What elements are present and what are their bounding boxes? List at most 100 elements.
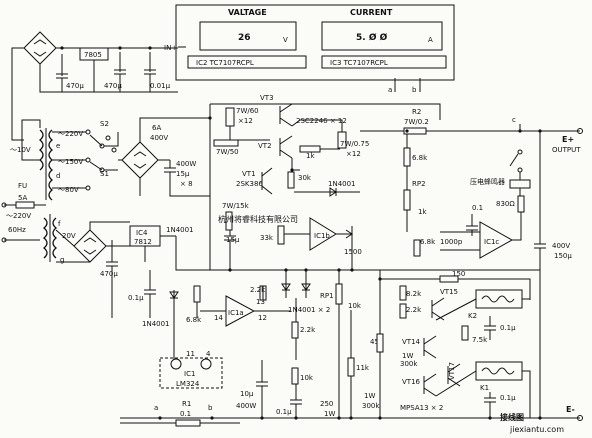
rp2-1k-label: 1k <box>418 208 427 216</box>
c1500-label: 1500 <box>344 248 362 256</box>
ic1c-label: IC1c <box>484 238 499 246</box>
c01u-k1-label: 0.1μ <box>500 394 516 402</box>
rp2-label: RP2 <box>412 180 426 188</box>
transistor-vt1 <box>261 167 273 195</box>
display-b-label: b <box>412 86 417 94</box>
r33k-label: 33k <box>260 234 274 242</box>
r7w50-label: 7W/50 <box>216 148 239 156</box>
voltage-unit: V <box>283 36 288 44</box>
k2-label: K2 <box>468 312 477 320</box>
diode-1n4001-a <box>328 187 344 197</box>
c400v-label: 400V <box>552 242 570 250</box>
transistor-vt2 <box>279 135 293 159</box>
tap-220v-label: ～220V <box>58 130 83 138</box>
vt1-part-label: 2SK386 <box>236 180 263 188</box>
transistor-vt3 <box>279 103 293 127</box>
bridge-6a-label: 6A <box>152 124 161 132</box>
c1w-label: 1W <box>324 410 335 418</box>
main-transformer <box>38 128 54 201</box>
potentiometer-rp2 <box>403 189 411 211</box>
c470u-a-label: 470μ <box>66 82 84 90</box>
vt14-label: VT14 <box>402 338 421 346</box>
resistor-830 <box>517 195 525 213</box>
r7w075-x12-label: ×12 <box>346 150 361 158</box>
current-title: CURRENT <box>350 8 393 17</box>
ic3-block <box>321 55 447 69</box>
pin4-label: 4 <box>206 350 211 358</box>
c10u-label: 10μ <box>240 390 254 398</box>
r1-label: R1 <box>182 400 191 408</box>
main-bridge-rectifier <box>121 141 159 179</box>
vt3-label: VT3 <box>260 94 274 102</box>
aux-bridge-rectifier <box>73 229 107 263</box>
piezo-buzzer <box>509 179 531 189</box>
ic1a-label: IC1a <box>228 309 244 317</box>
resistor-6k8-a <box>403 147 411 167</box>
ic1-label: IC1 <box>184 370 195 378</box>
r150-label: 150 <box>452 270 465 278</box>
mpsa-label: MPSA13 × 2 <box>400 404 443 412</box>
ic4-part-label: 7812 <box>134 238 152 246</box>
output-label: OUTPUT <box>552 146 581 154</box>
c01-out-label: 0.1 <box>472 204 483 212</box>
opamp-ic1c <box>479 221 514 259</box>
transistor-vt17 <box>447 363 461 387</box>
d1n4001-c-label: 1N4001 <box>142 320 170 328</box>
resistor-6k8-b <box>413 239 421 257</box>
tap-80v-label: ～80V <box>58 186 79 194</box>
current-unit: A <box>428 36 433 44</box>
r2-label: R2 <box>412 108 421 116</box>
small-bridge-rectifier <box>23 31 57 65</box>
r11k-label: 11k <box>356 364 370 372</box>
resistor-11k <box>347 357 355 377</box>
c250-label: 250 <box>320 400 333 408</box>
ic2-block <box>187 55 307 69</box>
resistor-33k <box>277 225 285 245</box>
resistor-6k8-c <box>193 285 201 303</box>
pin14-label: 14 <box>214 314 223 322</box>
resistor-8k2 <box>399 285 407 301</box>
e-plus-label: E+ <box>562 135 574 144</box>
display-a-label: a <box>388 86 392 94</box>
c400w-label: 400W <box>176 160 196 168</box>
c400w-b-label: 400W <box>236 402 256 410</box>
r300k-b-label: 300k <box>362 402 380 410</box>
r7w60-x12-label: ×12 <box>238 117 253 125</box>
tap-e-label: e <box>56 142 60 150</box>
r2k2-b-label: 2.2k <box>300 326 316 334</box>
e-minus-label: E- <box>566 405 575 414</box>
transistor-vt15 <box>431 297 445 321</box>
r300k-a-label: 300k <box>400 360 418 368</box>
diode-1n4001-c <box>169 290 179 306</box>
transistor-vt14 <box>423 335 437 359</box>
c01u-k2-label: 0.1μ <box>500 324 516 332</box>
voltage-title: VALTAGE <box>228 8 267 17</box>
mains-voltage-label: ～220V <box>6 212 31 220</box>
current-reading: 5. Ø Ø <box>356 32 388 43</box>
vt3-part-label: 2SC2246 × 12 <box>296 117 347 125</box>
c01u-aux-label: 0.1μ <box>128 294 144 302</box>
resistor-7k5 <box>461 325 469 341</box>
potentiometer-rp1 <box>335 283 343 305</box>
d1n4001-label: 1N4001 <box>328 180 356 188</box>
c-x8-label: × 8 <box>180 180 193 188</box>
ic1-package-box <box>159 357 223 389</box>
ic3-label: IC3 TC7107RCPL <box>330 59 388 67</box>
mains-frequency-label: 60Hz <box>8 226 26 234</box>
resistor-45k <box>376 333 384 353</box>
node-a-bottom-label: a <box>154 404 158 412</box>
vt15-label: VT15 <box>440 288 458 296</box>
r1-value-label: 0.1 <box>180 410 191 418</box>
r7w60-label: 7W/60 <box>236 107 259 115</box>
brand-site-text: jiexiantu.com <box>509 425 564 434</box>
bridge-400v-label: 400V <box>150 134 168 142</box>
regulator-7805-label: 7805 <box>84 51 102 59</box>
node-f-label: f <box>58 220 61 228</box>
r6k8-b-label: 6.8k <box>420 238 436 246</box>
r8k2-label: 8.2k <box>406 290 422 298</box>
switch-s2-label: S2 <box>100 120 109 128</box>
transistor-vt16 <box>423 373 437 397</box>
secondary-10v-label: ～10V <box>10 146 31 154</box>
r6k8-a-label: 6.8k <box>412 154 428 162</box>
c001u-label: 0.01μ <box>150 82 171 90</box>
